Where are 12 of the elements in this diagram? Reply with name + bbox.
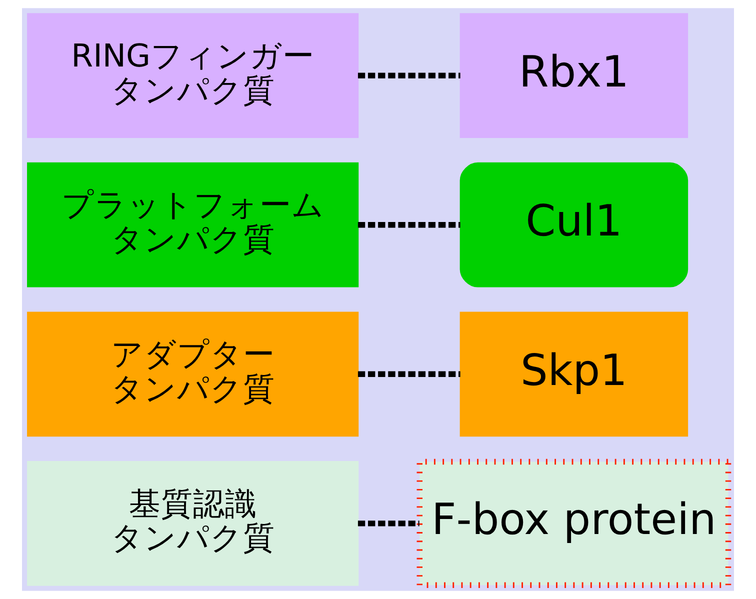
connector <box>358 520 420 526</box>
connector <box>358 72 460 78</box>
node-box: Skp1 <box>460 312 688 437</box>
node-box: Cul1 <box>460 162 688 288</box>
node-box: プラットフォームタンパク質 <box>27 162 359 288</box>
node-box: F-box protein <box>416 458 732 588</box>
connector <box>358 371 460 378</box>
node-box: RINGフィンガータンパク質 <box>27 13 359 138</box>
connector <box>358 222 460 228</box>
node-box: Rbx1 <box>460 13 688 138</box>
node-box: 基質認識タンパク質 <box>27 461 359 586</box>
node-box: アダプタータンパク質 <box>27 312 359 437</box>
